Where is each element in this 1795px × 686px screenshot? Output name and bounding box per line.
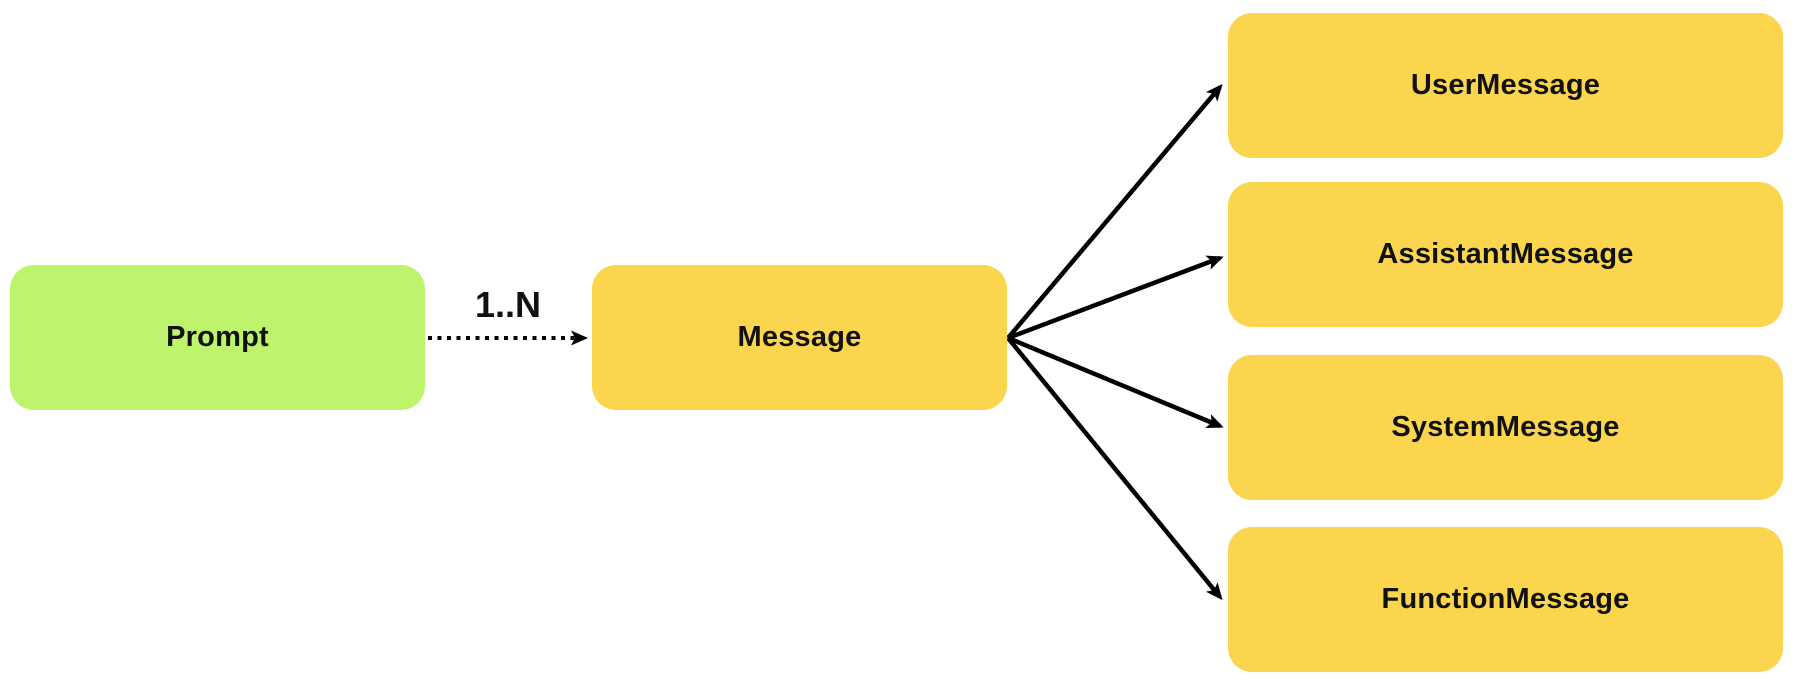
node-user-message: UserMessage — [1228, 13, 1783, 158]
node-system-message-label: SystemMessage — [1391, 411, 1620, 443]
node-message: Message — [592, 265, 1007, 410]
node-function-message-label: FunctionMessage — [1381, 583, 1630, 615]
node-assistant-message-label: AssistantMessage — [1377, 238, 1634, 270]
node-message-label: Message — [737, 321, 862, 353]
node-prompt: Prompt — [10, 265, 425, 410]
node-user-message-label: UserMessage — [1410, 69, 1601, 101]
node-prompt-label: Prompt — [166, 321, 269, 353]
edge-message-to-systemmessage — [1007, 335, 1224, 429]
node-assistant-message: AssistantMessage — [1228, 182, 1783, 327]
edge-message-to-usermessage — [1006, 83, 1223, 340]
edge-message-to-assistantmessage — [1007, 255, 1224, 341]
edge-cardinality-label: 1..N — [474, 284, 542, 325]
edge-message-to-functionmessage — [1006, 336, 1223, 601]
node-function-message: FunctionMessage — [1228, 527, 1783, 672]
node-system-message: SystemMessage — [1228, 355, 1783, 500]
